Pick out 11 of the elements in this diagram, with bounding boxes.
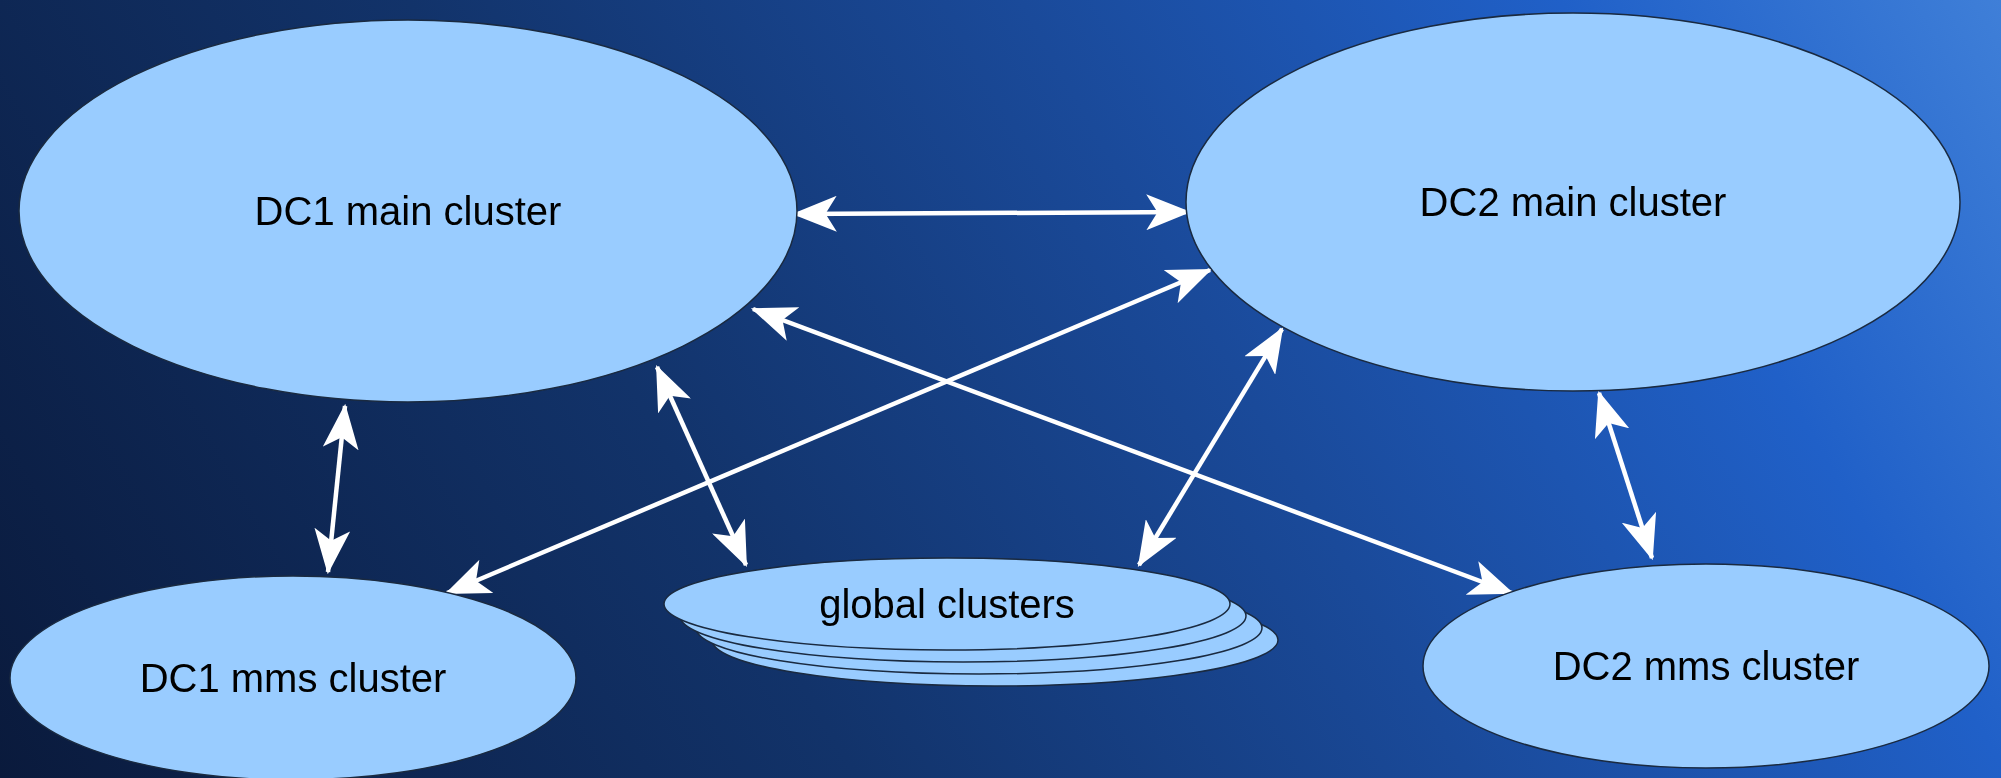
- cluster-label: global clusters: [819, 581, 1075, 627]
- cluster-label: DC1 main cluster: [254, 188, 562, 234]
- cluster-label: DC2 mms cluster: [1552, 643, 1860, 689]
- double-arrow: [444, 267, 1213, 596]
- double-arrow: [1594, 390, 1657, 561]
- cluster-label: DC2 main cluster: [1419, 179, 1727, 225]
- cluster-label: DC1 mms cluster: [139, 655, 447, 701]
- double-arrow: [1137, 327, 1284, 567]
- double-arrow: [654, 364, 749, 568]
- double-arrow: [750, 306, 1515, 596]
- double-arrow: [314, 403, 359, 575]
